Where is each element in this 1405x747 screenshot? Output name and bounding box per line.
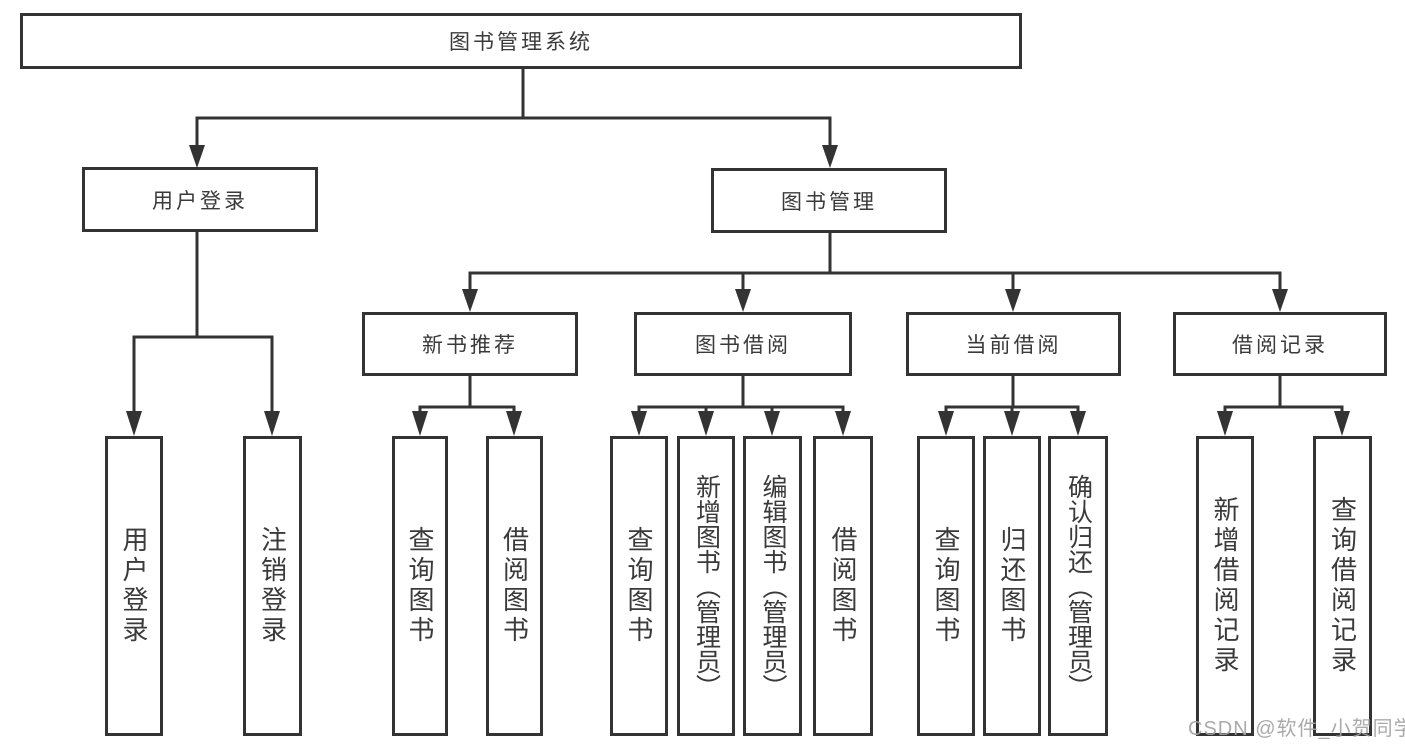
node-borrow-records-label: 借阅记录 <box>1232 334 1328 357</box>
node-book-management: 图书管理 <box>711 168 947 233</box>
node-root-label: 图书管理系统 <box>449 31 593 54</box>
leaf-search-book: 查询图书 <box>392 436 448 736</box>
node-root: 图书管理系统 <box>20 13 1022 69</box>
leaf-logout: 注销登录 <box>243 436 302 736</box>
leaf-search-book: 查询图书 <box>917 436 975 736</box>
leaf-borrow-book-label: 借阅图书 <box>828 526 858 646</box>
leaf-confirm-return-admin-label: 确认归还（管理员） <box>1064 473 1093 699</box>
node-book-borrow: 图书借阅 <box>634 312 852 376</box>
leaf-add-borrow-record-label: 新增借阅记录 <box>1210 496 1240 676</box>
leaf-confirm-return-admin: 确认归还（管理员） <box>1048 436 1108 736</box>
leaf-add-book-admin: 新增图书（管理员） <box>677 436 735 736</box>
connector-current-borrow-branch <box>938 376 1086 436</box>
leaf-user-login: 用户登录 <box>105 436 163 736</box>
leaf-borrow-book: 借阅图书 <box>813 436 873 736</box>
connector-user-login-branch <box>126 232 280 436</box>
node-user-login: 用户登录 <box>82 167 318 232</box>
connector-new-book-recommend-branch <box>412 376 522 436</box>
leaf-search-book-label: 查询图书 <box>624 526 654 646</box>
leaf-borrow-book-label: 借阅图书 <box>499 526 530 646</box>
leaf-search-book-label: 查询图书 <box>405 526 435 646</box>
node-current-borrow-label: 当前借阅 <box>965 334 1062 357</box>
leaf-return-book: 归还图书 <box>983 436 1041 736</box>
node-new-book-recommend: 新书推荐 <box>362 312 578 376</box>
leaf-add-book-admin-label: 新增图书（管理员） <box>692 473 721 699</box>
node-book-borrow-label: 图书借阅 <box>695 334 791 357</box>
connector-borrow-records-branch <box>1217 376 1350 436</box>
leaf-search-book-label: 查询图书 <box>931 526 961 646</box>
leaf-search-borrow-record-label: 查询借阅记录 <box>1327 496 1358 676</box>
csdn-watermark: CSDN @软件_小贺同学 <box>1188 718 1405 740</box>
connector-book-borrow-branch <box>631 376 851 436</box>
leaf-borrow-book: 借阅图书 <box>486 436 543 736</box>
node-user-login-label: 用户登录 <box>152 189 248 213</box>
leaf-search-borrow-record: 查询借阅记录 <box>1313 436 1372 736</box>
node-book-management-label: 图书管理 <box>781 190 877 214</box>
connector-book-management-branch <box>462 233 1288 312</box>
leaf-return-book-label: 归还图书 <box>997 526 1027 646</box>
leaf-edit-book-admin-label: 编辑图书（管理员） <box>759 473 787 699</box>
node-new-book-recommend-label: 新书推荐 <box>422 334 518 357</box>
node-borrow-records: 借阅记录 <box>1173 312 1387 376</box>
leaf-search-book: 查询图书 <box>610 436 668 736</box>
leaf-edit-book-admin: 编辑图书（管理员） <box>743 436 802 736</box>
leaf-logout-label: 注销登录 <box>257 526 288 646</box>
leaf-user-login-label: 用户登录 <box>119 526 149 646</box>
leaf-add-borrow-record: 新增借阅记录 <box>1196 436 1254 736</box>
connector-root-to-level2 <box>189 69 838 168</box>
node-current-borrow: 当前借阅 <box>906 312 1121 376</box>
